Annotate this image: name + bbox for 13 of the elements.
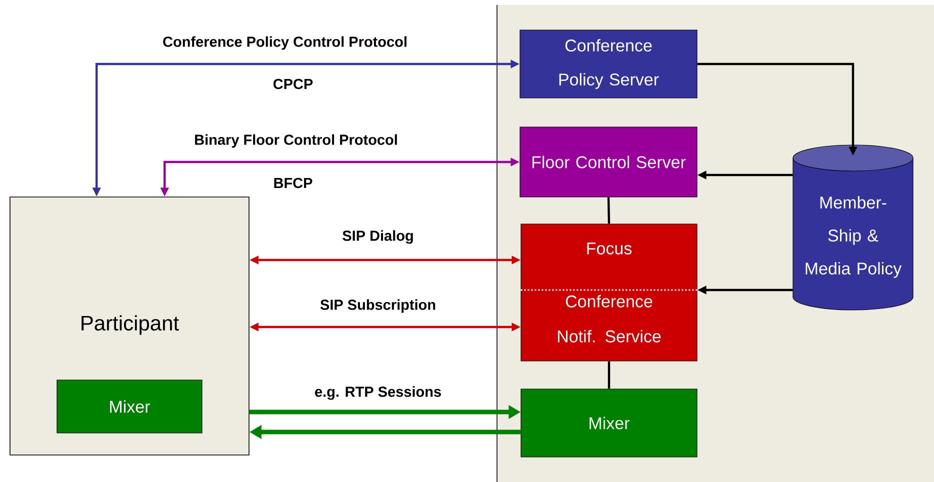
edge-label: SIP Subscription (319, 298, 437, 314)
mixer-box: Mixer (56, 380, 202, 434)
server-box: Floor Control Server (520, 126, 698, 198)
focus-box: Focus Conference Notif. Service (520, 224, 698, 362)
protocol-label: BFCP (272, 176, 314, 190)
edge-label: e.g. RTP Sessions (313, 385, 443, 401)
edge-label: SIP Dialog (341, 229, 415, 245)
server-box: Conference Policy Server (520, 30, 698, 98)
edge-label: Conference Policy Control Protocol (162, 35, 408, 51)
protocol-label: CPCP (272, 78, 314, 90)
mixer-box: Mixer (520, 388, 698, 458)
database-cylinder: Member- Ship & Media Policy (792, 144, 914, 310)
edge-label: Binary Floor Control Protocol (193, 133, 399, 149)
